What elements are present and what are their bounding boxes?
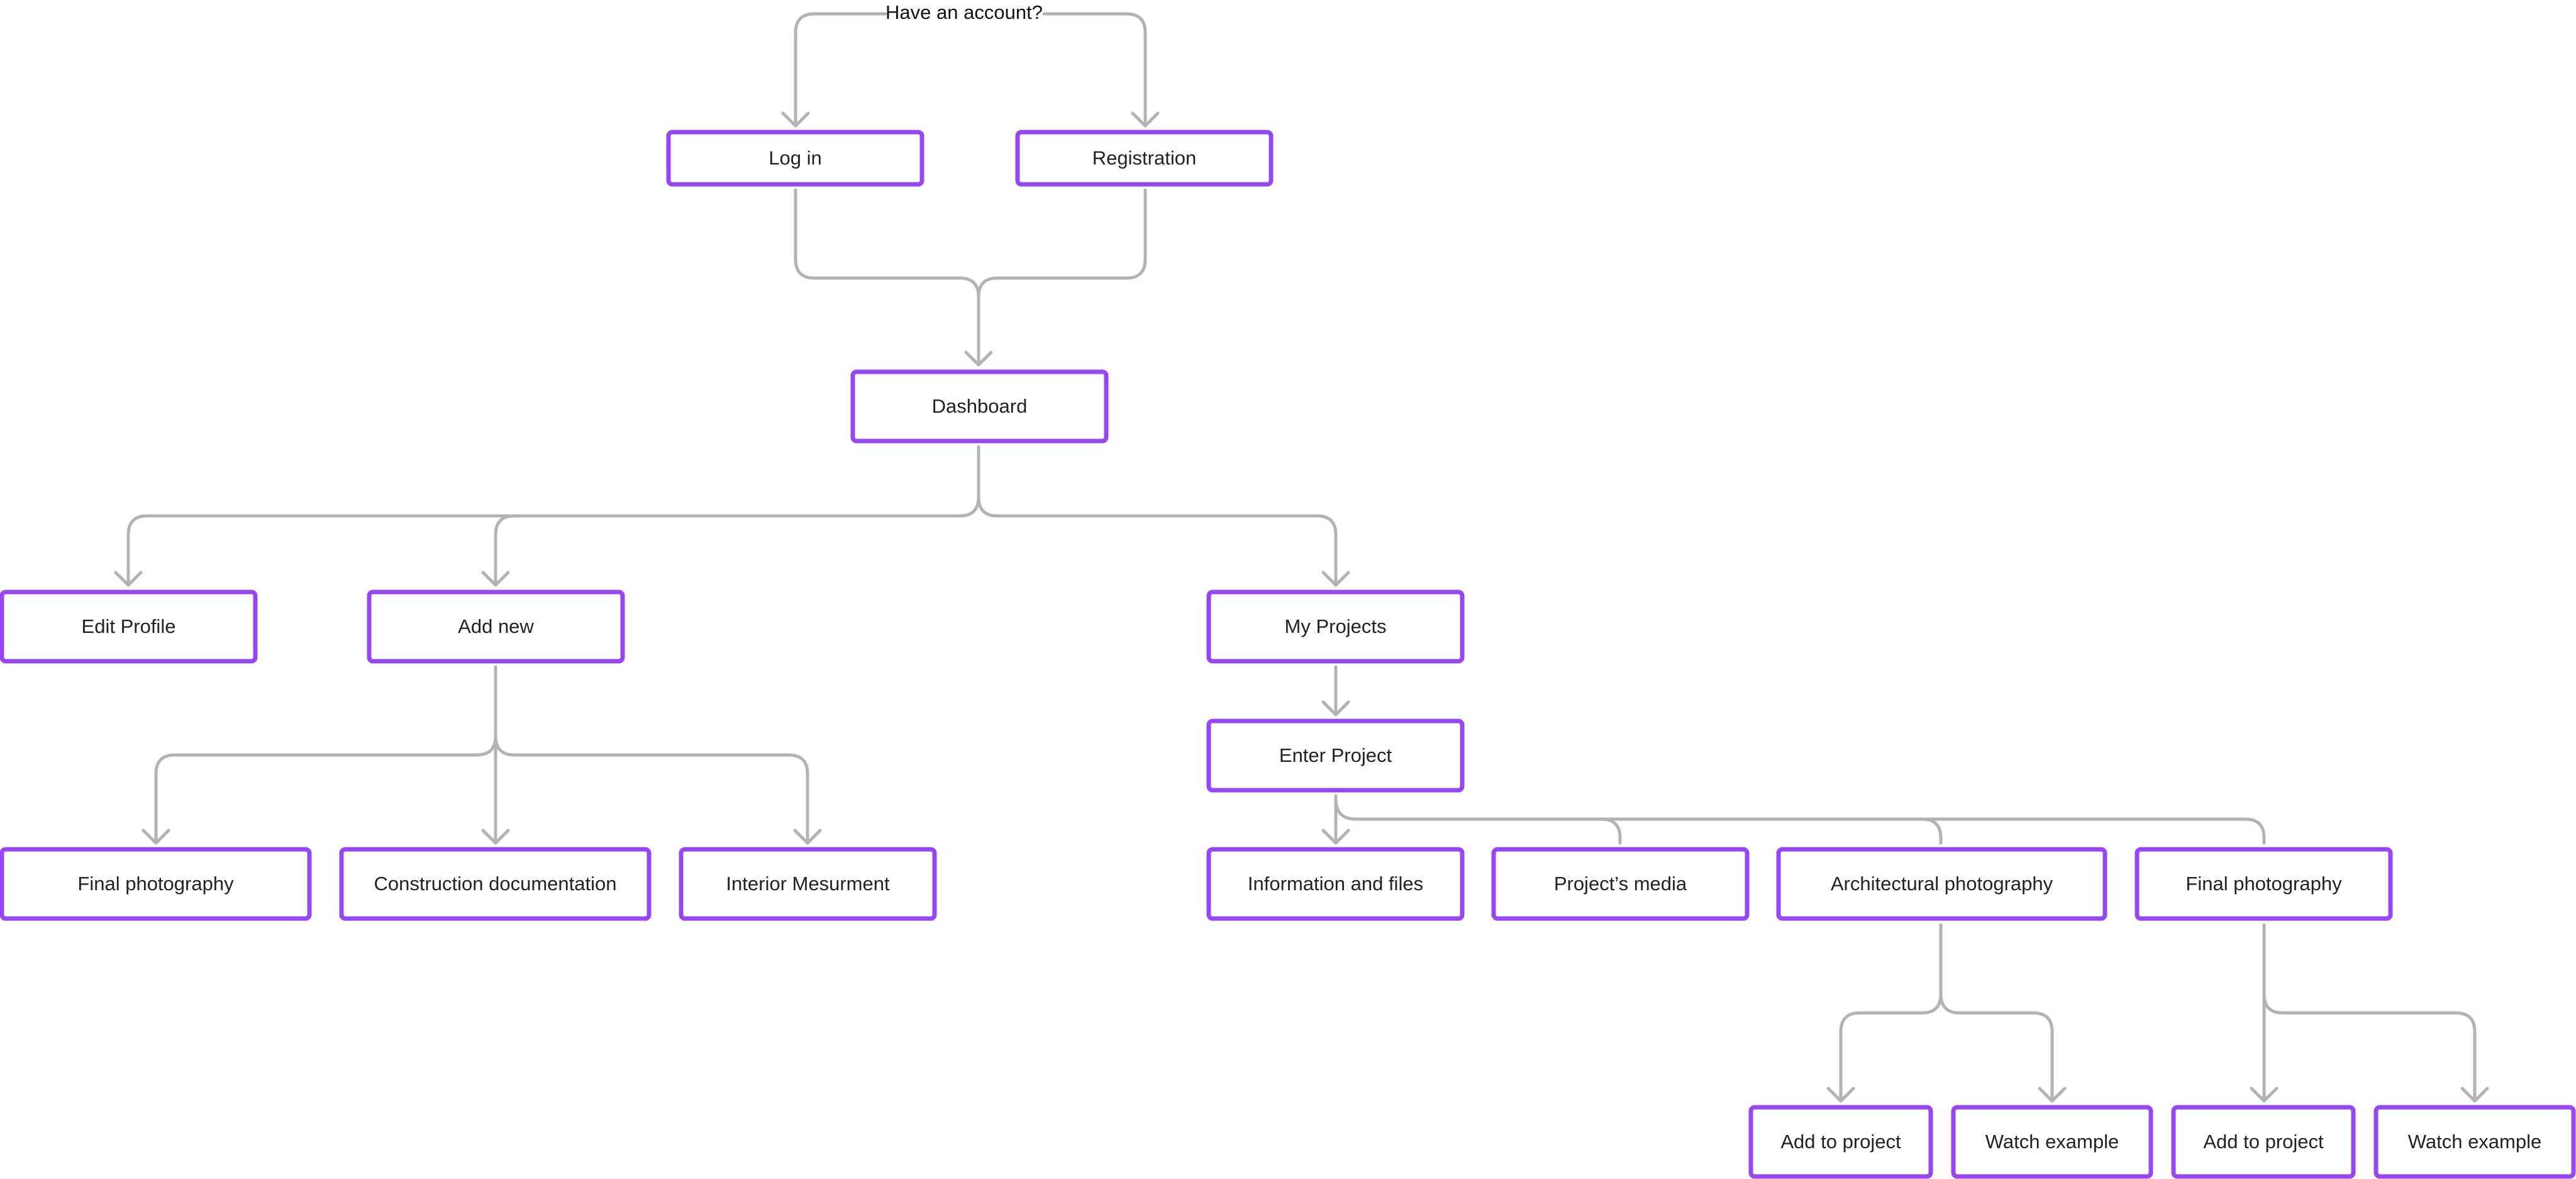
node-label: Add new [458, 615, 534, 637]
node-box [1951, 1105, 2153, 1179]
conn-addnew-interior [494, 734, 809, 845]
node-box [367, 590, 625, 664]
node-label: My Projects [1285, 615, 1387, 637]
node-label: Interior Mesurment [726, 873, 890, 895]
node-box [666, 130, 924, 187]
conn-start-registration [1042, 12, 1147, 128]
node-add-new: Add new [367, 590, 625, 664]
node-box [1206, 847, 1465, 921]
arrowhead-8 [481, 829, 510, 845]
arrowhead-10 [1321, 829, 1350, 845]
conn-arch-addtoproject [1839, 923, 1943, 1103]
node-my-projects: My Projects [1206, 590, 1465, 664]
conn-enter-media [1334, 797, 1622, 845]
node-label: Enter Project [1279, 744, 1392, 766]
node-box [1748, 1105, 1933, 1179]
node-watch-example-2: Watch example [2373, 1105, 2576, 1179]
node-label: Construction documentation [374, 873, 616, 895]
node-dashboard: Dashboard [850, 369, 1109, 444]
node-box [850, 369, 1109, 444]
node-box [679, 847, 937, 921]
node-box [2171, 1105, 2356, 1179]
node-box [0, 590, 258, 664]
conn-start-login [794, 12, 887, 128]
node-label: Final photography [77, 873, 234, 895]
connectors [114, 12, 2489, 1103]
conn-login-dashboard [794, 188, 980, 367]
node-add-to-project-2: Add to project [2171, 1105, 2356, 1179]
arrowhead-6 [1321, 700, 1350, 717]
node-box [339, 847, 652, 921]
arrowhead-9 [793, 829, 822, 845]
conn-dashboard-addnew [494, 514, 516, 587]
node-box [1206, 718, 1465, 793]
arrowhead-0 [781, 111, 810, 128]
node-label: Project’s media [1554, 873, 1687, 895]
node-final-photography-1: Final photography [0, 847, 312, 921]
node-label: Watch example [2408, 1131, 2542, 1153]
arrowhead-14 [2460, 1087, 2489, 1103]
conn-arch-watchexample [1939, 992, 2054, 1103]
conn-addnew-finalphoto [154, 665, 497, 845]
conn-enter-arch [1599, 817, 1943, 845]
node-label: Final photography [2185, 873, 2342, 895]
arrowhead-3 [114, 571, 143, 587]
conn-dashboard-editprofile [126, 445, 980, 587]
start-label: Have an account? [886, 1, 1043, 23]
node-watch-example-1: Watch example [1951, 1105, 2153, 1179]
node-edit-profile: Edit Profile [0, 590, 258, 664]
node-enter-project: Enter Project [1206, 718, 1465, 793]
node-box [1015, 130, 1274, 187]
arrowhead-11 [1826, 1087, 1855, 1103]
node-box [1206, 590, 1465, 664]
node-box [2135, 847, 2393, 921]
conn-final-watchexample [2262, 992, 2477, 1103]
arrowhead-2 [964, 350, 993, 367]
node-box [2373, 1105, 2576, 1179]
node-box [1776, 847, 2107, 921]
arrowhead-1 [1131, 111, 1160, 128]
node-registration: Registration [1015, 130, 1274, 187]
node-label: Information and files [1248, 873, 1423, 895]
node-log-in: Log in [666, 130, 924, 187]
node-box [0, 847, 312, 921]
node-interior-mesurment: Interior Mesurment [679, 847, 937, 921]
conn-enter-final [1920, 817, 2266, 845]
arrowhead-4 [481, 571, 510, 587]
node-label: Registration [1092, 147, 1196, 169]
arrowhead-5 [1321, 571, 1350, 587]
node-projects-media: Project’s media [1491, 847, 1750, 921]
node-information-and-files: Information and files [1206, 847, 1465, 921]
conn-registration-dashboard [977, 188, 1147, 299]
node-label: Architectural photography [1831, 873, 2053, 895]
node-label: Add to project [1780, 1131, 1901, 1153]
arrowhead-13 [2250, 1087, 2279, 1103]
node-construction-documentation: Construction documentation [339, 847, 652, 921]
conn-dashboard-myprojects [977, 495, 1338, 587]
node-label: Edit Profile [82, 615, 176, 637]
arrowhead-12 [2038, 1087, 2067, 1103]
node-label: Add to project [2203, 1131, 2324, 1153]
node-box [1491, 847, 1750, 921]
node-final-photography-2: Final photography [2135, 847, 2393, 921]
node-architectural-photography: Architectural photography [1776, 847, 2107, 921]
node-label: Log in [769, 147, 821, 169]
node-label: Dashboard [932, 395, 1028, 417]
arrowhead-7 [142, 829, 170, 845]
node-label: Watch example [1985, 1131, 2119, 1153]
node-add-to-project-1: Add to project [1748, 1105, 1933, 1179]
